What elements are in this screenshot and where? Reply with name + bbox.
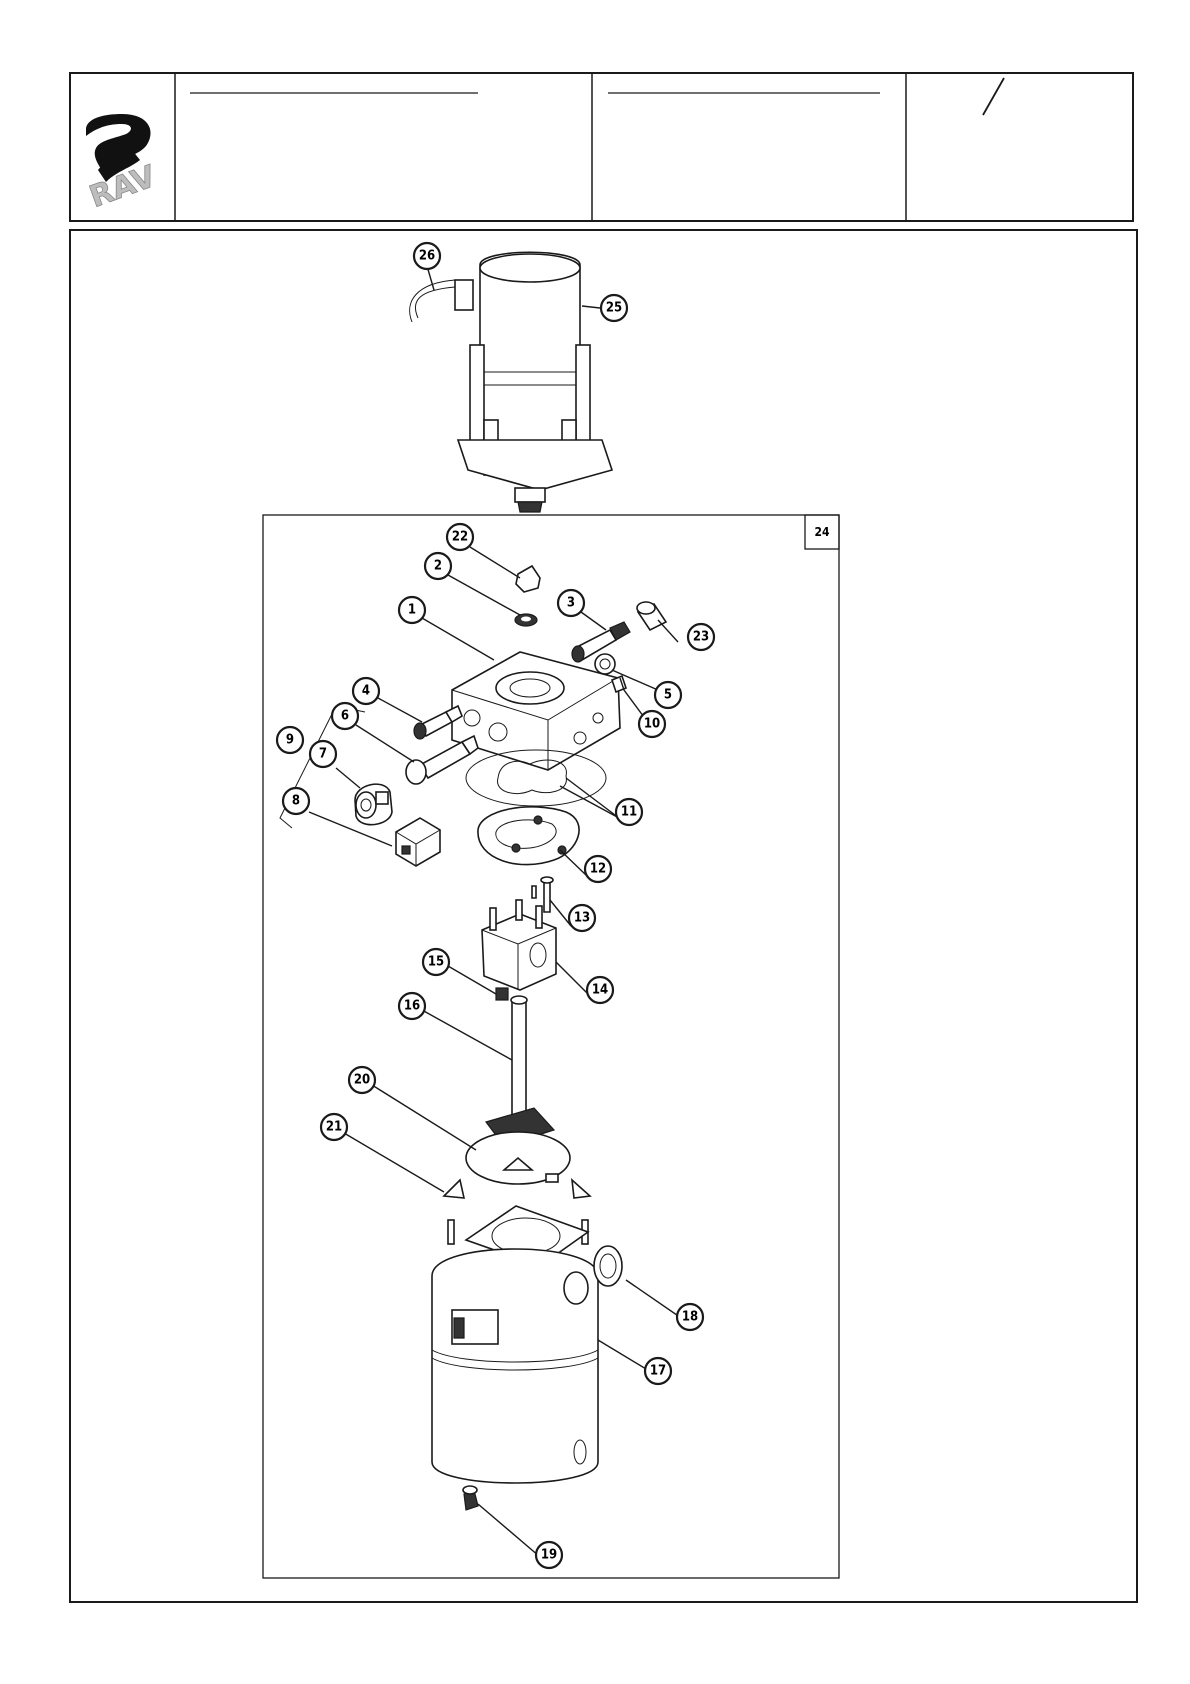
drawing-frame <box>70 230 1137 1602</box>
callout-9: 9 <box>277 727 303 753</box>
callout-16: 16 <box>399 993 425 1019</box>
solenoid-valve <box>406 736 478 784</box>
callout-label-2: 2 <box>434 559 442 574</box>
callout-label-1: 1 <box>408 603 416 618</box>
callout-label-26: 26 <box>419 249 435 264</box>
callout-4: 4 <box>353 678 379 704</box>
callout-label-8: 8 <box>292 794 300 809</box>
callout-10: 10 <box>639 711 665 737</box>
electric-motor <box>410 252 612 512</box>
pipe-adapter <box>496 988 508 1000</box>
gear-pump <box>482 900 556 990</box>
callout-label-4: 4 <box>362 684 370 699</box>
callout-3: 3 <box>558 590 584 616</box>
callout-label-21: 21 <box>326 1120 342 1135</box>
callout-label-7: 7 <box>319 747 327 762</box>
callout-11: 11 <box>616 799 642 825</box>
callout-23: 23 <box>688 624 714 650</box>
solenoid-coil <box>355 784 392 825</box>
callout-19: 19 <box>536 1542 562 1568</box>
callout-22: 22 <box>447 524 473 550</box>
callout-label-14: 14 <box>592 983 608 998</box>
valve-sleeve <box>637 602 666 630</box>
filler-cap <box>516 566 540 592</box>
callout-label-6: 6 <box>341 709 349 724</box>
callout-label-23: 23 <box>693 630 709 645</box>
suction-pipe <box>511 996 527 1118</box>
filler-breather <box>594 1246 622 1286</box>
callout-label-15: 15 <box>428 955 444 970</box>
callout-5: 5 <box>655 682 681 708</box>
callout-25: 25 <box>601 295 627 321</box>
coil-connector <box>396 818 440 866</box>
valve-body <box>452 652 620 770</box>
callout-label-9: 9 <box>286 733 294 748</box>
callout-label-18: 18 <box>682 1310 698 1325</box>
drain-plug <box>463 1486 478 1510</box>
callout-15: 15 <box>423 949 449 975</box>
callout-label-25: 25 <box>606 301 622 316</box>
callout-26: 26 <box>414 243 440 269</box>
callout-7: 7 <box>310 741 336 767</box>
callout-14: 14 <box>587 977 613 1003</box>
callout-label-13: 13 <box>574 911 590 926</box>
seal-ring <box>515 614 537 626</box>
callout-label-22: 22 <box>452 530 468 545</box>
callout-label-5: 5 <box>664 688 672 703</box>
callout-label-19: 19 <box>541 1548 557 1563</box>
callout-label-11: 11 <box>621 805 637 820</box>
oil-tank <box>432 1206 598 1483</box>
callout-18: 18 <box>677 1304 703 1330</box>
plug <box>595 654 615 674</box>
callout-label-20: 20 <box>354 1073 370 1088</box>
callout-1: 1 <box>399 597 425 623</box>
callout-12: 12 <box>585 856 611 882</box>
suction-plate <box>478 807 579 865</box>
callout-label-16: 16 <box>404 999 420 1014</box>
callout-2: 2 <box>425 553 451 579</box>
group-label: 24 <box>814 525 830 539</box>
callout-label-12: 12 <box>590 862 606 877</box>
callout-label-3: 3 <box>567 596 575 611</box>
callout-17: 17 <box>645 1358 671 1384</box>
callout-13: 13 <box>569 905 595 931</box>
rav-logo: RAV <box>85 114 161 215</box>
filter-tray <box>466 1108 570 1184</box>
title-block <box>70 73 1133 221</box>
callout-label-17: 17 <box>650 1364 666 1379</box>
callout-6: 6 <box>332 703 358 729</box>
callout-20: 20 <box>349 1067 375 1093</box>
callout-8: 8 <box>283 788 309 814</box>
page-slash <box>983 78 1004 115</box>
callout-label-10: 10 <box>644 717 660 732</box>
callout-21: 21 <box>321 1114 347 1140</box>
